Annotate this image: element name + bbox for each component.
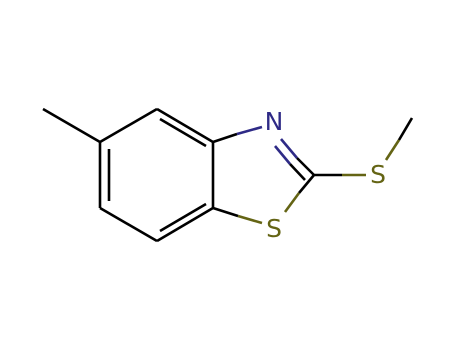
- bond-c4-c5: [99, 107, 158, 144]
- bond-n-c2-double: [274, 145, 291, 165]
- bond-n-c2: [280, 138, 298, 159]
- bond-c3a-c4: [156, 107, 214, 144]
- bond-c7-c7a: [156, 206, 214, 243]
- bond-methyl-to-c5: [42, 107, 101, 144]
- nitrogen-atom-label: N: [265, 107, 284, 136]
- bond-c3a-c4-inner: [159, 117, 207, 148]
- bond-c3a-n: [212, 132, 238, 144]
- bond-c2-s1-colored: [283, 192, 301, 213]
- ring-sulfur-atom-label: S: [266, 214, 282, 243]
- bond-s2-methyl: [384, 139, 401, 161]
- thioether-sulfur-atom-label: S: [370, 160, 386, 189]
- bond-s2-methyl-upper: [397, 117, 414, 141]
- bond-c3a-n-colored: [236, 125, 263, 136]
- bond-c2-s1: [298, 174, 315, 194]
- bond-c7-c7a-inner: [159, 202, 207, 233]
- bond-n-c2-lower: [296, 157, 315, 176]
- bond-c6-c7: [99, 206, 158, 243]
- bonds: [42, 107, 414, 243]
- bond-n-c2-double-lower: [289, 163, 306, 181]
- bond-s1-c7a: [237, 214, 263, 225]
- atom-labels: N S S: [265, 107, 386, 243]
- bond-s1-c7a-lower: [212, 206, 239, 218]
